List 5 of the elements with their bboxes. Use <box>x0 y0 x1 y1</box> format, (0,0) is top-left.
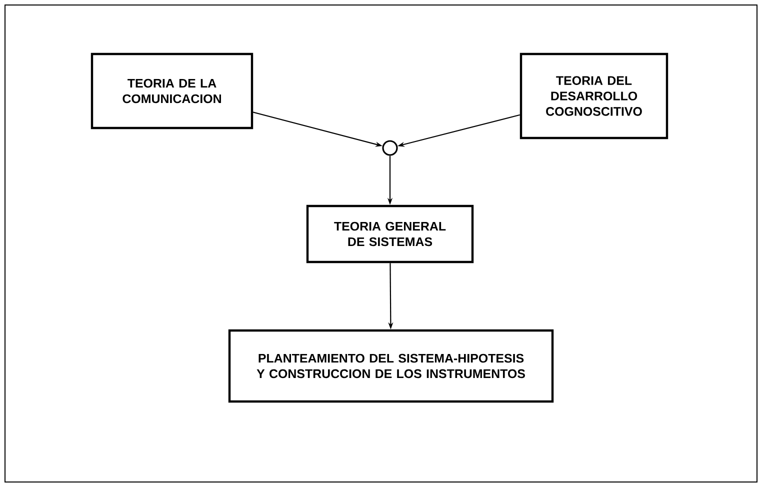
text-box: TEORIA GENERAL DE SISTEMAS <box>306 204 474 264</box>
junction-circle <box>382 140 398 156</box>
text-box: TEORIA DEL DESARROLLO COGNOSCITIVO <box>520 52 668 140</box>
text-box: TEORIA DE LA COMUNICACION <box>90 52 254 130</box>
text-box: PLANTEAMIENTO DEL SISTEMA-HIPOTESIS Y CONSTRUCCION DE LOS INSTRUMENTOS <box>228 329 554 403</box>
